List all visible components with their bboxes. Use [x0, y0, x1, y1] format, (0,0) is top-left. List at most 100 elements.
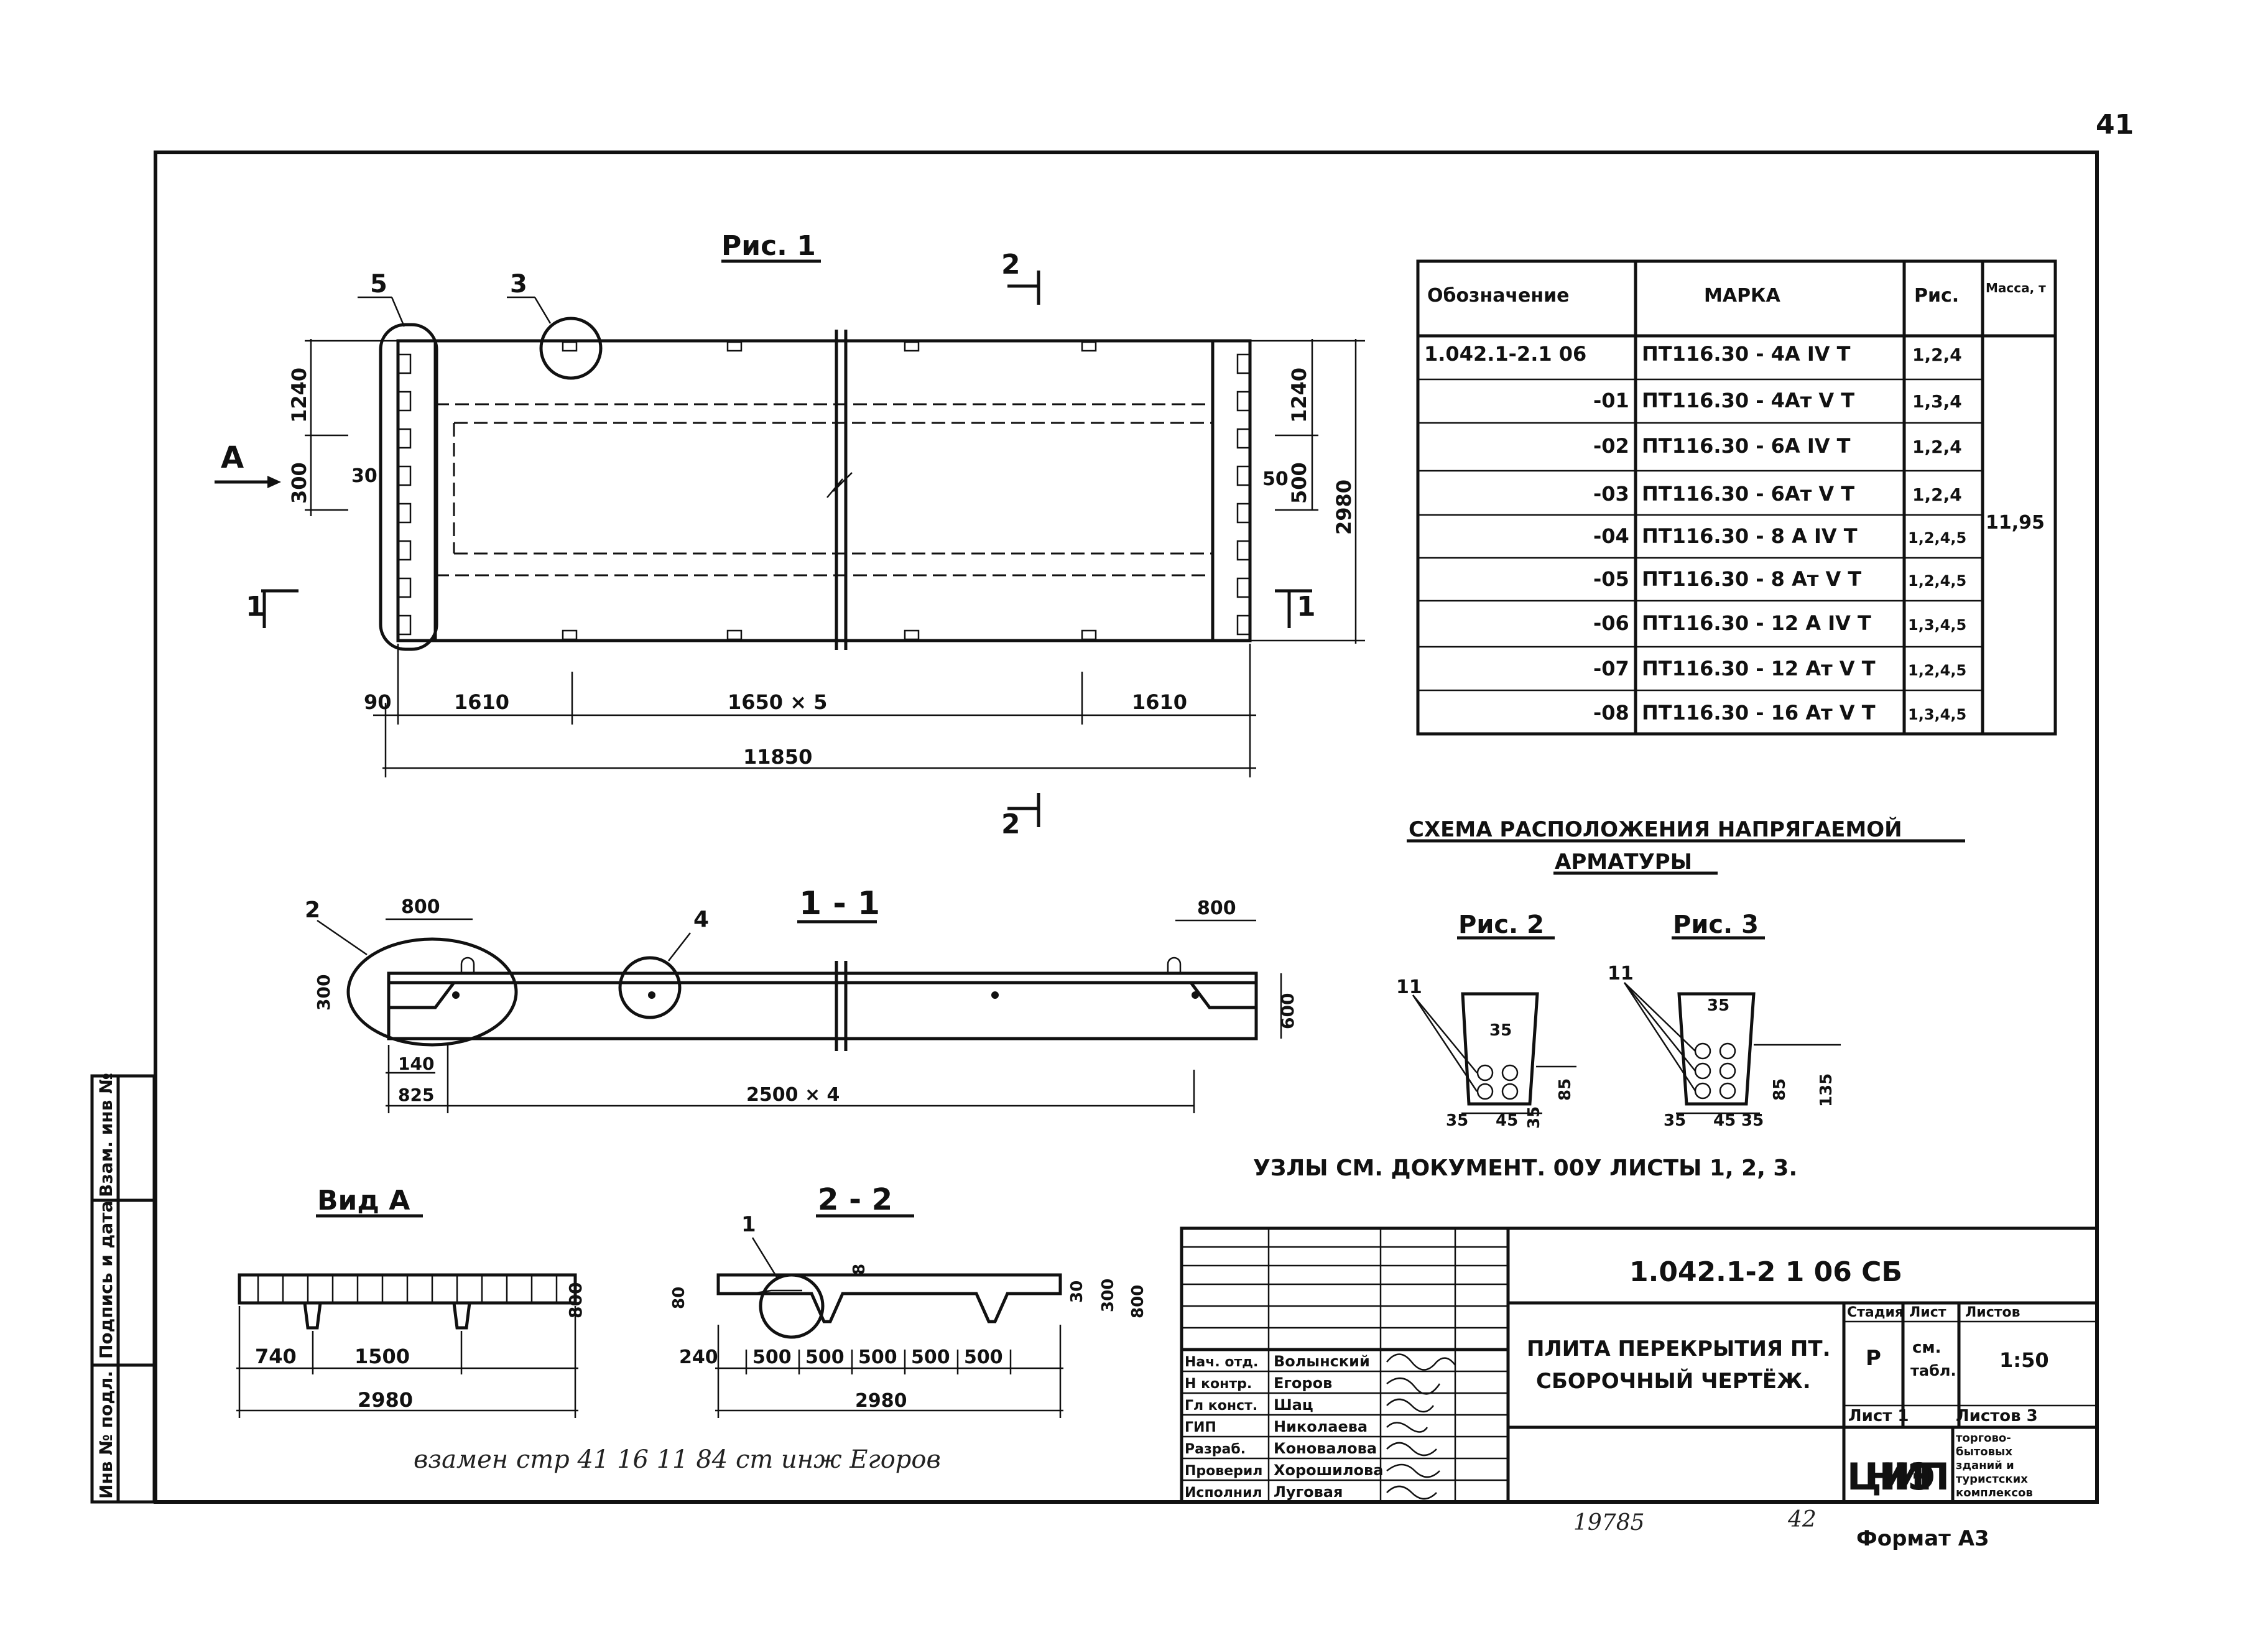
section-mark-1-left: 1: [246, 591, 265, 623]
view-a-marker: А: [221, 440, 244, 475]
row-fig: 1,2,4: [1912, 484, 1962, 505]
callout-1-label: 1: [741, 1212, 756, 1237]
dim-left-1240: 1240: [287, 368, 311, 423]
slab-outline: [396, 339, 1252, 642]
tb-role: Исполнил: [1185, 1485, 1262, 1501]
row-designation: -06: [1593, 611, 1629, 635]
table-row: -05 ПТ116.30 - 8 Ат V Т 1,2,4,5: [1593, 567, 1966, 591]
tb-role: Н контр.: [1185, 1376, 1252, 1392]
tb-role-row: Нач. отд. Волынский: [1185, 1353, 1370, 1370]
fig3-bar-6: [1719, 1082, 1736, 1100]
loop-bottom-2: [726, 629, 743, 641]
fig3-rib-section: [1677, 992, 1756, 1106]
dim-140: 140: [398, 1054, 434, 1074]
side-stamp-replace: Взам. инв №: [96, 1073, 116, 1197]
dim-left-30: 30: [351, 465, 377, 487]
handwritten-replacement-note: взамен стр 41 16 11 84 ст инж Егоров: [414, 1445, 941, 1474]
row-designation: -05: [1593, 567, 1629, 591]
tb-sheets-value: 1:50: [1999, 1348, 2049, 1372]
dim-right-50: 50: [1262, 468, 1289, 490]
tb-doc-name-1: ПЛИТА ПЕРЕКРЫТИЯ ПТ.: [1527, 1337, 1830, 1361]
row-designation: 1.042.1-2.1 06: [1424, 342, 1586, 366]
section-1-1-end-left: [389, 981, 455, 1009]
section-2-2-dim-800: 800: [1129, 1285, 1147, 1318]
tb-role-row: Н контр. Егоров: [1185, 1374, 1332, 1392]
table-row: -07 ПТ116.30 - 12 Ат V Т 1,2,4,5: [1593, 657, 1966, 680]
table-row: -06 ПТ116.30 - 12 А IV Т 1,3,4,5: [1593, 611, 1966, 635]
section-2-2-profile: [716, 1273, 1062, 1323]
side-stamp-frame: [90, 1074, 156, 1504]
section-2-2: 2 - 2 1 240 500 500 500 500 500 2980 80 …: [670, 1182, 1147, 1418]
signature-5: [1386, 1442, 1437, 1457]
row-fig: 1,2,4: [1912, 437, 1962, 457]
row-designation: -03: [1593, 482, 1629, 506]
section-1-1-strand-dot-1: [452, 991, 460, 999]
tb-role: Нач. отд.: [1185, 1355, 1258, 1370]
fig3-dim-45: 45: [1713, 1111, 1736, 1130]
table-header-fig: Рис.: [1914, 285, 1959, 307]
dim-bottom-90: 90: [364, 690, 392, 714]
callout-5-label: 5: [370, 270, 387, 299]
scheme-title-line-1: СХЕМА РАСПОЛОЖЕНИЯ НАПРЯГАЕМОЙ: [1409, 817, 1902, 842]
dim-right-500: 500: [1287, 462, 1311, 504]
tb-org-name-5: комплексов: [1956, 1486, 2033, 1499]
fig3-bar-4: [1719, 1062, 1736, 1080]
tb-name: Хорошилова: [1274, 1462, 1383, 1479]
callout-4-circle: [618, 956, 682, 1019]
figure-1-title: Рис. 1: [721, 230, 816, 262]
tb-org-name-1: торгово-: [1956, 1432, 2011, 1445]
row-designation: -07: [1593, 657, 1629, 680]
section-2-2-dim-2980: 2980: [855, 1390, 907, 1412]
bottom-inventory-number: 19785: [1573, 1510, 1645, 1536]
table-header-designation: Обозначение: [1427, 285, 1570, 307]
row-fig: 1,3,4,5: [1908, 706, 1966, 723]
figure-1-plan: Рис. 1 5 3: [215, 230, 1365, 840]
callout-5-leader: [391, 297, 405, 327]
row-mark: ПТ116.30 - 8 Ат V Т: [1642, 567, 1861, 591]
tb-doc-name-2: СБОРОЧНЫЙ ЧЕРТЁЖ.: [1536, 1368, 1811, 1394]
fig2-rib-section: [1461, 992, 1539, 1106]
fig3-dim-85: 85: [1770, 1078, 1789, 1101]
section-mark-2-top: 2: [1001, 249, 1021, 280]
section-1-1: 1 - 1 2 4 800 800 300 600 140 825 2500 ×…: [305, 885, 1298, 1113]
tb-sheet-value-1: см.: [1912, 1338, 1942, 1357]
title-block: Нач. отд. Волынский Н контр. Егоров Гл к…: [1180, 1226, 2099, 1504]
tb-sheet-header: Лист: [1909, 1305, 1946, 1320]
section-2-2-dim-80: 80: [670, 1287, 688, 1309]
signature-1: [1386, 1353, 1456, 1371]
tb-left-grid: [1182, 1228, 1508, 1502]
loop-bottom-1: [562, 629, 578, 641]
dim-800-left: 800: [401, 896, 440, 918]
dim-bottom-1610-right: 1610: [1132, 690, 1187, 714]
dim-bottom-1610-left: 1610: [454, 690, 509, 714]
loop-bottom-3: [904, 629, 920, 641]
section-mark-2-bottom: 2: [1001, 808, 1021, 840]
fig2-bar-2: [1501, 1064, 1519, 1082]
view-a-keys: [257, 1275, 558, 1303]
table-row: 1.042.1-2.1 06 ПТ116.30 - 4А IV Т 1,2,4: [1424, 342, 1962, 366]
marks-table: Обозначение МАРКА Рис. Масса, т 1.042.1-…: [1416, 259, 2057, 736]
view-a-title: Вид А: [317, 1185, 410, 1216]
fig3-bar-3: [1694, 1062, 1711, 1080]
section-2-2-dim-500-4: 500: [911, 1346, 950, 1368]
view-a-arrowhead: [267, 476, 281, 488]
fig3-dim-135: 135: [1817, 1073, 1836, 1107]
side-stamp-inv: Инв № подл.: [96, 1371, 116, 1499]
dim-right-1240: 1240: [1287, 368, 1311, 423]
row-mark: ПТ116.30 - 4Ат V Т: [1642, 389, 1854, 412]
page-number: 41: [2096, 109, 2134, 141]
scheme-title-line-2: АРМАТУРЫ: [1555, 850, 1692, 874]
tb-org-name-3: зданий и: [1956, 1459, 2014, 1472]
row-mark: ПТ116.30 - 16 Ат V Т: [1642, 701, 1876, 725]
callout-3-circle: [539, 317, 603, 380]
loop-bottom-4: [1081, 629, 1097, 641]
callout-3-label: 3: [510, 270, 527, 299]
section-1-1-end-right: [1190, 981, 1256, 1009]
end-keys-right: [1236, 353, 1250, 636]
dim-800-right: 800: [1197, 897, 1236, 919]
side-stamp: Инв № подл. Подпись и дата Взам. инв №: [90, 1073, 156, 1504]
tb-role-row: Исполнил Луговая: [1185, 1483, 1343, 1501]
fig3-leader-3: [1623, 982, 1696, 1091]
table-frame: [1416, 259, 2057, 736]
tb-sheet-of: Лист 1: [1848, 1407, 1909, 1425]
